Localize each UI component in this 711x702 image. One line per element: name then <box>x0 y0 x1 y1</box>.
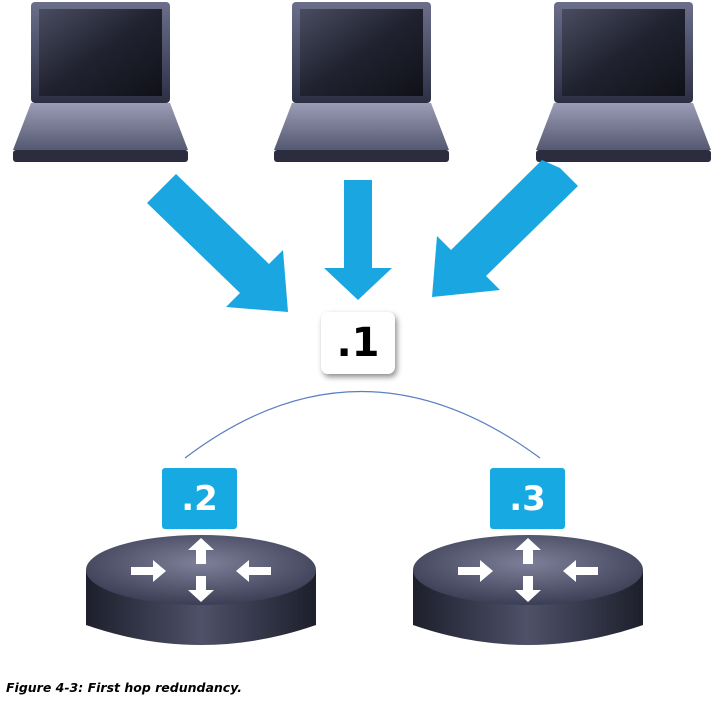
laptop-icon <box>536 2 711 162</box>
arrow-icon <box>324 180 392 300</box>
router-icon <box>413 535 643 645</box>
arrow-icon <box>432 160 578 297</box>
arrow-icon <box>147 174 288 312</box>
router-label-right: .3 <box>490 468 565 529</box>
router-icon <box>86 535 316 645</box>
virtual-gateway-label: .1 <box>321 312 395 374</box>
router-label-left: .2 <box>162 468 237 529</box>
laptop-icon <box>274 2 449 162</box>
figure-caption: Figure 4-3: First hop redundancy. <box>6 680 242 695</box>
laptop-icon <box>13 2 188 162</box>
redundancy-link <box>184 391 541 459</box>
